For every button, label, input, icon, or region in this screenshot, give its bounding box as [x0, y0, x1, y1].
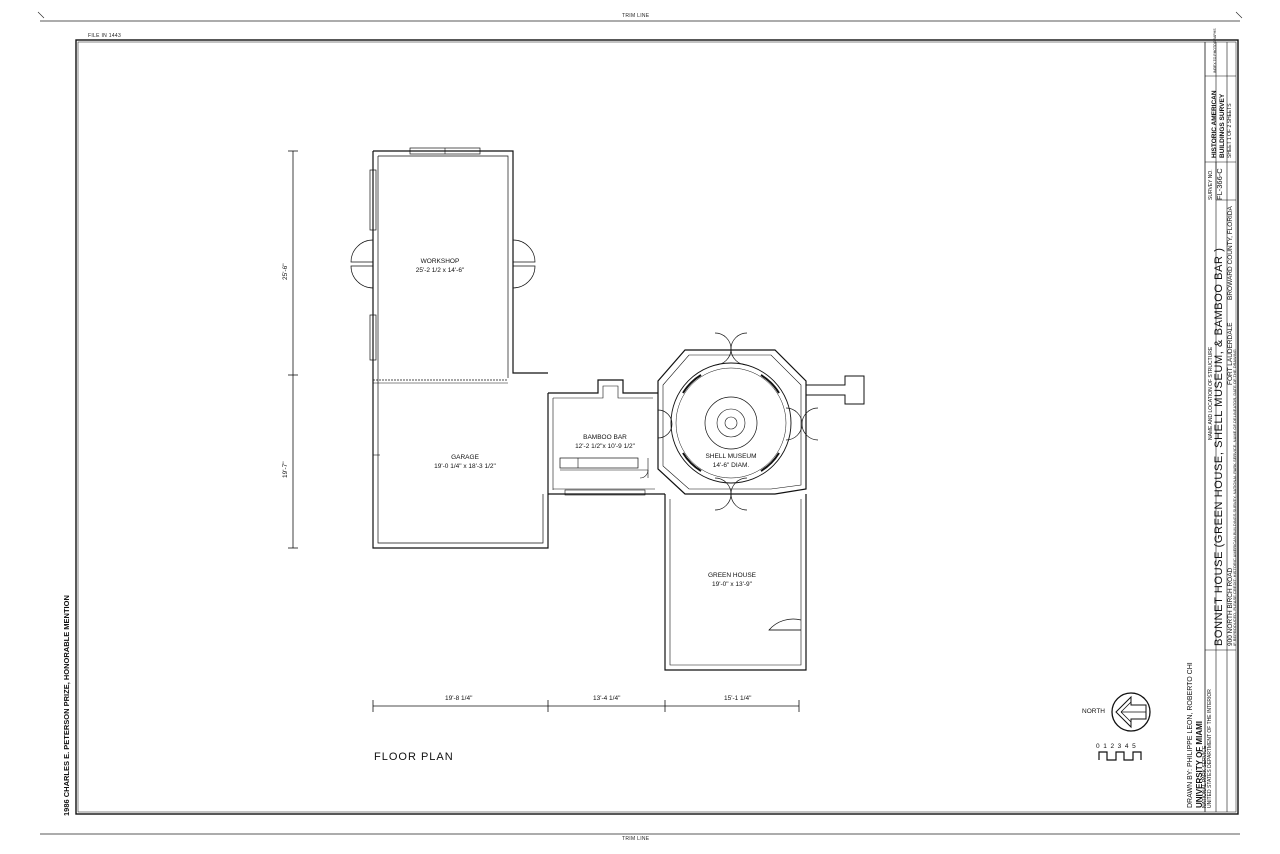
room-shell-museum: SHELL MUSEUM 14'-6" DIAM.: [695, 452, 767, 470]
room-workshop-size: 25'-2 1/2 x 14'-6": [415, 267, 465, 274]
room-bamboo-bar-size: 12'-2 1/2"x 10'-9 1/2": [575, 443, 635, 450]
credit-note: IF REPRODUCED, PLEASE CREDIT: HISTORIC A…: [1232, 349, 1237, 646]
survey-label: SURVEY NO.: [1208, 169, 1214, 200]
room-bamboo-bar-name: BAMBOO BAR: [583, 434, 627, 441]
room-shell-museum-size: 14'-6" DIAM.: [712, 462, 750, 469]
room-bamboo-bar: BAMBOO BAR 12'-2 1/2"x 10'-9 1/2": [560, 433, 650, 451]
trim-label-top: TRIM LINE: [622, 13, 650, 19]
room-garage: GARAGE 19'-0 1/4" x 18'-3 1/2": [415, 453, 515, 471]
room-garage-size: 19'-0 1/4" x 18'-3 1/2": [434, 463, 496, 470]
room-green-house-name: GREEN HOUSE: [707, 572, 757, 579]
habs-line-2: BUILDINGS SURVEY: [1219, 93, 1226, 158]
corner-note: FILE IN 1443: [88, 33, 122, 39]
structure-name: BONNET HOUSE (GREEN HOUSE, SHELL MUSEUM,…: [1213, 247, 1225, 646]
trim-label-bottom: TRIM LINE: [622, 836, 650, 842]
north-arrow-icon: [1111, 692, 1151, 732]
scale-bar-icon: [1098, 751, 1142, 761]
room-workshop: WORKSHOP 25'-2 1/2 x 14'-6": [395, 257, 485, 275]
county-state: BROWARD COUNTY, FLORIDA: [1227, 206, 1234, 300]
room-shell-museum-name: SHELL MUSEUM: [705, 453, 757, 460]
habs-line-1: HISTORIC AMERICAN: [1211, 90, 1218, 158]
sheet-border: [75, 39, 1239, 815]
dim-bottom-3: 15'-1 1/4": [724, 695, 752, 702]
room-green-house-size: 19'-0" x 13'-9": [712, 581, 752, 588]
dim-left-lower: 19'-7": [282, 461, 289, 478]
drawn-by: DRAWN BY: PHILIPPE LEON, ROBERTO CHI: [1187, 662, 1194, 808]
survey-number: FL-366-C: [1215, 168, 1224, 200]
room-green-house: GREEN HOUSE 19'-0" x 13'-9": [692, 571, 772, 589]
dim-bottom-2: 13'-4 1/4": [593, 695, 621, 702]
floor-plan: [288, 147, 865, 712]
index-note: INDEX TO PHOTOGRAPHS: [1213, 28, 1217, 73]
dim-left-upper: 25'-6": [282, 263, 289, 280]
scale-numbers: 012345: [1096, 743, 1140, 750]
sheet-of: SHEET 1 OF 2 SHEETS: [1227, 103, 1233, 158]
room-workshop-name: WORKSHOP: [420, 258, 460, 265]
dim-bottom-1: 19'-8 1/4": [445, 695, 473, 702]
agency-2: UNITED STATES DEPARTMENT OF THE INTERIOR: [1207, 689, 1213, 808]
room-garage-name: GARAGE: [451, 454, 479, 461]
north-label: NORTH: [1082, 708, 1105, 715]
left-credit: 1986 CHARLES E. PETERSON PRIZE, HONORABL…: [62, 595, 71, 816]
floor-plan-title: FLOOR PLAN: [374, 751, 454, 763]
